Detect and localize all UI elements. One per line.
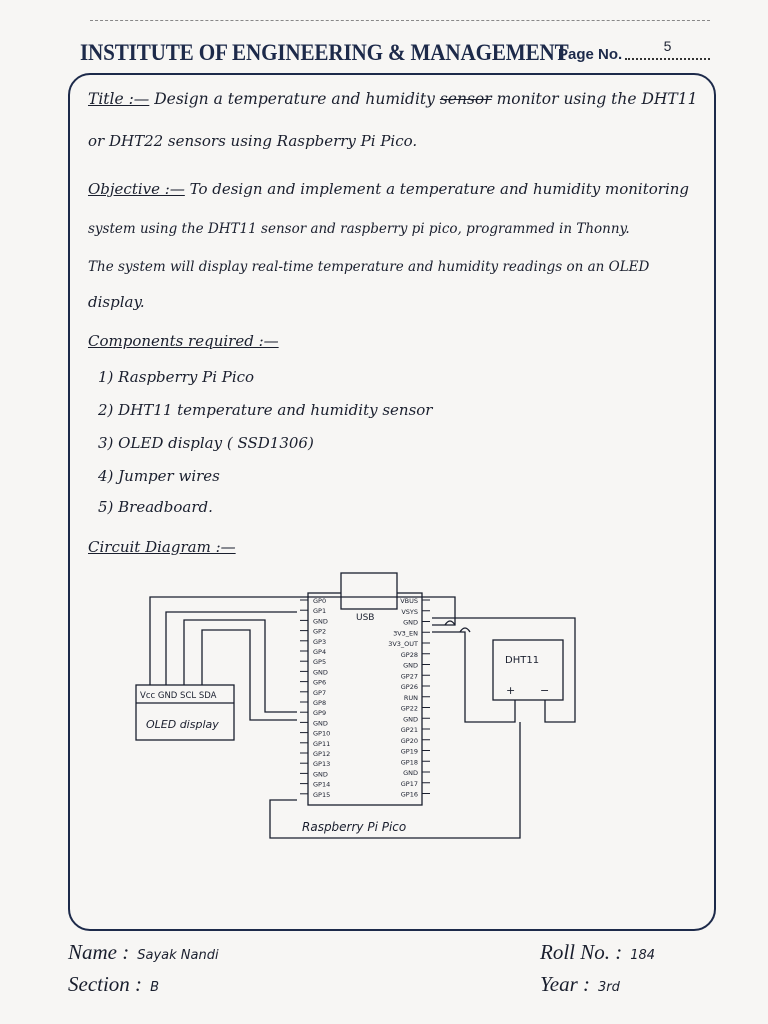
pico-left-pin-label: GP1 <box>313 607 326 615</box>
page-number-label: Page No. <box>558 46 623 63</box>
pico-right-pin-label: GND <box>403 662 418 670</box>
pico-right-pin-label: VSYS <box>401 608 418 616</box>
page-number-value: 5 <box>625 38 710 60</box>
pico-right-pin-label: GND <box>403 769 418 777</box>
usb-connector <box>340 572 398 610</box>
wire-vcc <box>149 596 456 685</box>
pico-right-pin-label: GP16 <box>401 791 418 799</box>
usb-label: USB <box>356 613 374 623</box>
dht11-minus: − <box>540 684 549 697</box>
pico-left-pin-label: GND <box>313 617 328 625</box>
year-label: Year : <box>540 972 590 996</box>
component-item: 2) DHT11 temperature and humidity sensor <box>98 401 433 419</box>
dht11-plus: + <box>506 684 515 697</box>
pico-right-pin-label: GP17 <box>401 780 418 788</box>
pico-right-pin-label: GP22 <box>401 705 418 713</box>
wire-sda <box>201 629 297 721</box>
oled-box <box>135 684 235 741</box>
objective-line-1: Objective :— To design and implement a t… <box>88 180 689 198</box>
oled-pins-label: Vcc GND SCL SDA <box>140 691 217 701</box>
pico-left-pin-label: GP7 <box>313 689 326 697</box>
content-frame <box>68 73 716 931</box>
pico-right-pin-label: GND <box>403 619 418 627</box>
pico-left-pin-label: GP4 <box>313 648 326 656</box>
wire-scl <box>183 619 297 713</box>
institute-name: INSTITUTE OF ENGINEERING & MANAGEMENT <box>80 40 569 65</box>
pico-left-pin-label: GP2 <box>313 628 326 636</box>
pico-right-pin-label: GP21 <box>401 726 418 734</box>
year-value: 3rd <box>598 980 620 995</box>
roll-label: Roll No. : <box>540 940 623 964</box>
title-struck-word: sensor <box>439 90 492 108</box>
pico-left-pin-label: GP15 <box>313 791 330 799</box>
pico-right-pin-label: GP27 <box>401 672 418 680</box>
component-item: 1) Raspberry Pi Pico <box>98 368 255 386</box>
pico-left-pin-label: GP14 <box>313 781 330 789</box>
pico-left-pin-label: GP10 <box>313 730 330 738</box>
name-value: Sayak Nandi <box>137 948 219 963</box>
component-item: 3) OLED display ( SSD1306) <box>98 434 314 452</box>
pico-right-pin-label: GP28 <box>401 651 418 659</box>
pico-right-pin-label: 3V3_EN <box>393 629 418 637</box>
pico-left-pin-label: GND <box>313 719 328 727</box>
pico-left-pin-label: GP5 <box>313 658 326 666</box>
pico-right-pin-label: GP19 <box>401 748 418 756</box>
components-label: Components required :— <box>88 332 279 350</box>
pico-left-pin-label: GP3 <box>313 638 326 646</box>
roll-value: 184 <box>630 948 656 963</box>
pico-label: Raspberry Pi Pico <box>302 820 406 834</box>
wire-dht-data <box>269 722 521 839</box>
circuit-label: Circuit Diagram :— <box>88 538 236 556</box>
pico-right-pin-label: GP18 <box>401 758 418 766</box>
wire-gnd <box>165 611 297 685</box>
pico-left-pin-label: GP9 <box>313 709 326 717</box>
dht11-box <box>492 639 564 701</box>
section-row: Section : B <box>68 972 159 997</box>
page-header: INSTITUTE OF ENGINEERING & MANAGEMENT Pa… <box>80 38 720 70</box>
pico-left-pin-label: GP0 <box>313 597 326 605</box>
pico-left-pin-label: GND <box>313 668 328 676</box>
objective-text-1: To design and implement a temperature an… <box>189 180 690 198</box>
wire-dht-plus <box>432 631 516 723</box>
pico-left-pin-label: GP8 <box>313 699 326 707</box>
dht11-label: DHT11 <box>505 655 539 666</box>
roll-row: Roll No. : 184 <box>540 940 655 965</box>
title-line-2: or DHT22 sensors using Raspberry Pi Pico… <box>88 132 418 150</box>
pico-left-pin-label: GND <box>313 770 328 778</box>
name-row: Name : Sayak Nandi <box>68 940 219 965</box>
pico-right-pin-label: GND <box>403 715 418 723</box>
section-value: B <box>150 980 159 995</box>
component-item: 5) Breadboard. <box>98 498 213 516</box>
oled-label: OLED display <box>146 718 219 731</box>
wire-dht-minus <box>432 617 576 723</box>
pico-right-pin-label: 3V3_OUT <box>388 640 418 648</box>
component-item: 4) Jumper wires <box>98 467 220 485</box>
pico-left-pin-label: GP13 <box>313 760 330 768</box>
year-row: Year : 3rd <box>540 972 620 997</box>
objective-label: Objective :— <box>88 180 185 198</box>
title-line-1: Title :— Design a temperature and humidi… <box>88 90 698 108</box>
pico-left-pin-label: GP11 <box>313 740 330 748</box>
pico-left-pin-label: GP6 <box>313 679 326 687</box>
title-label: Title :— <box>88 90 150 108</box>
objective-line-3: The system will display real-time temper… <box>88 259 650 275</box>
title-text-a: Design a temperature and humidity <box>154 90 435 108</box>
pico-right-pin-label: GP26 <box>401 683 418 691</box>
top-ruled-line <box>90 20 710 21</box>
name-label: Name : <box>68 940 130 964</box>
objective-line-2: system using the DHT11 sensor and raspbe… <box>88 221 630 237</box>
pico-right-pin-label: GP20 <box>401 737 418 745</box>
section-label: Section : <box>68 972 143 996</box>
title-text-b: monitor using the DHT11 <box>496 90 698 108</box>
pico-left-pin-label: GP12 <box>313 750 330 758</box>
pico-right-pin-label: RUN <box>404 694 418 702</box>
pico-right-pin-label: VBUS <box>400 597 418 605</box>
objective-line-4: display. <box>88 293 145 311</box>
